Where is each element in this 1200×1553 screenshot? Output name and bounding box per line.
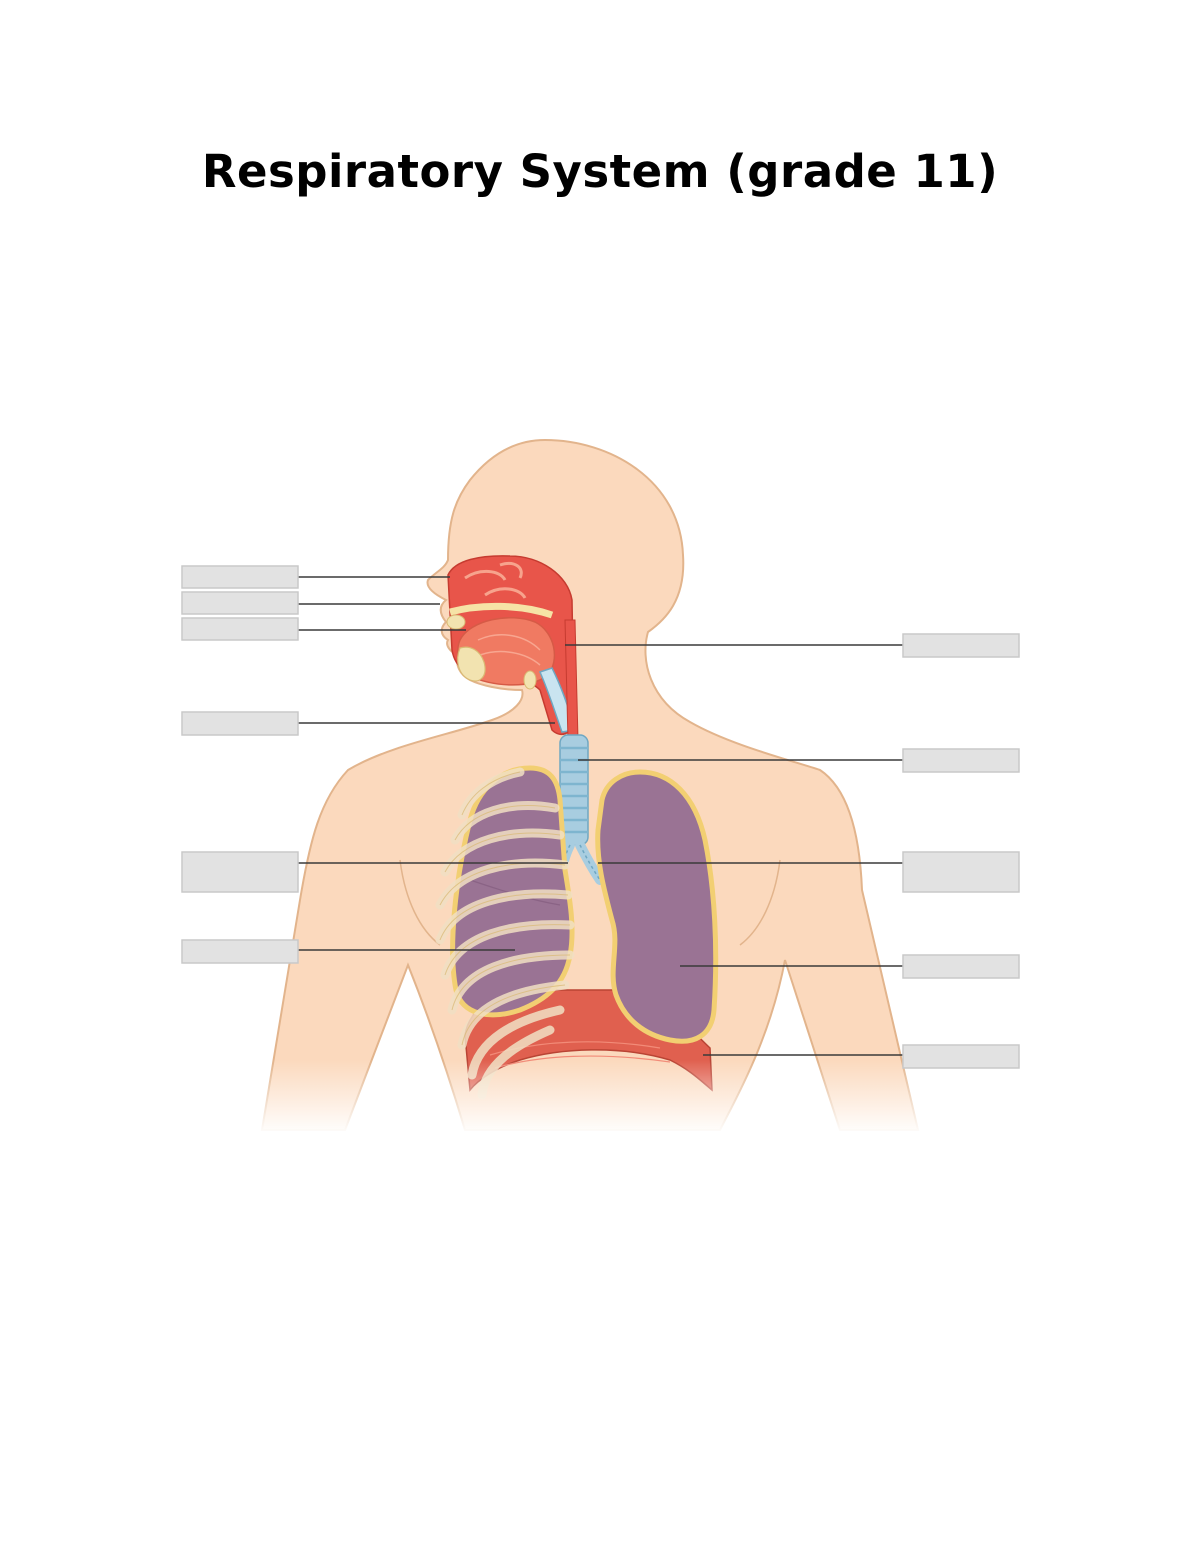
label-box-trachea[interactable]	[902, 748, 1020, 773]
tongue-texture	[477, 634, 541, 666]
torso-contour	[399, 859, 441, 946]
turbinate	[464, 562, 527, 599]
label-box-larynx[interactable]	[181, 711, 299, 736]
label-box-pharynx[interactable]	[902, 633, 1020, 658]
trachea	[555, 734, 605, 885]
lip	[446, 614, 466, 630]
label-box-bronchi[interactable]	[902, 851, 1020, 893]
palate	[449, 602, 554, 619]
label-box-nasal-cavity[interactable]	[181, 565, 299, 589]
jaw	[457, 646, 486, 682]
label-box-oral-cavity[interactable]	[181, 617, 299, 641]
body-silhouette	[260, 438, 920, 1131]
label-box-bronchus[interactable]	[181, 851, 299, 893]
page-title: Respiratory System (grade 11)	[201, 145, 999, 198]
label-box-diaphragm[interactable]	[902, 1044, 1020, 1069]
torso-contour	[739, 859, 781, 946]
label-box-left-lung[interactable]	[902, 954, 1020, 979]
label-box-right-lung[interactable]	[181, 939, 299, 964]
lung-left	[595, 769, 719, 1044]
hyoid	[523, 670, 537, 690]
label-box-nostril[interactable]	[181, 591, 299, 615]
bottom-fade	[240, 1060, 940, 1135]
